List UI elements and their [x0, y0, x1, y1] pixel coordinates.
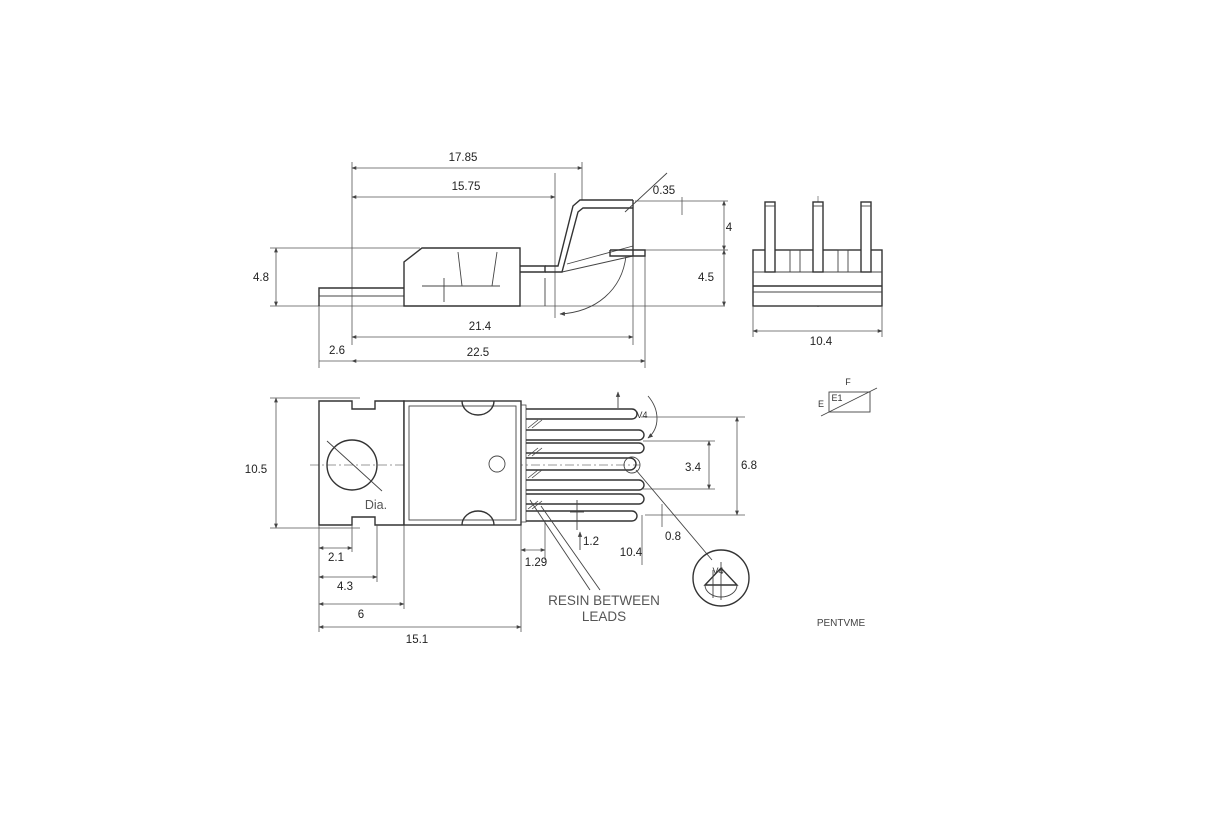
dim-4: 4 [726, 222, 733, 234]
dimension-symbol: F E E1 [818, 377, 878, 417]
resin-note-line2: LEADS [582, 609, 626, 624]
dia-label: Dia. [365, 498, 387, 512]
dim-22-5: 22.5 [467, 347, 489, 359]
dim-3-4: 3.4 [685, 462, 702, 474]
dim-15-75: 15.75 [452, 181, 481, 193]
dim-4-8: 4.8 [253, 272, 269, 284]
dim-4-3: 4.3 [337, 581, 353, 593]
leads [526, 408, 645, 522]
symbol-f: F [845, 377, 851, 387]
dim-0-8: 0.8 [665, 531, 681, 543]
package-reference: PENTVME [817, 618, 866, 629]
dim-6-8: 6.8 [741, 460, 757, 472]
dim-0-35: 0.35 [653, 185, 675, 197]
end-view: 10.4 [752, 196, 883, 348]
symbol-e1: E1 [831, 393, 842, 403]
dim-4-5: 4.5 [698, 272, 714, 284]
v4-label-top: V4 [636, 410, 647, 420]
dim-2-6: 2.6 [329, 345, 345, 357]
dim-21-4: 21.4 [469, 321, 492, 333]
dim-1-2: 1.2 [583, 536, 599, 548]
side-view: 17.85 15.75 0.35 4 4.8 4.5 21.4 2.6 22.5 [253, 152, 733, 368]
symbol-e: E [818, 399, 824, 409]
lead-detail-view: V4 [692, 549, 750, 607]
resin-hatch [527, 419, 543, 510]
dim-10-4-leads: 10.4 [620, 547, 643, 559]
dim-1-29: 1.29 [525, 557, 547, 569]
resin-note-line1: RESIN BETWEEN [548, 593, 660, 608]
v4-label-detail: V4 [712, 566, 723, 576]
dim-6: 6 [358, 609, 364, 621]
dim-10-5: 10.5 [245, 464, 267, 476]
dim-17-85: 17.85 [449, 152, 478, 164]
top-view: 10.5 Dia. [245, 391, 757, 646]
dim-15-1: 15.1 [406, 634, 428, 646]
dim-10-4-end: 10.4 [810, 336, 833, 348]
dim-2-1: 2.1 [328, 552, 344, 564]
